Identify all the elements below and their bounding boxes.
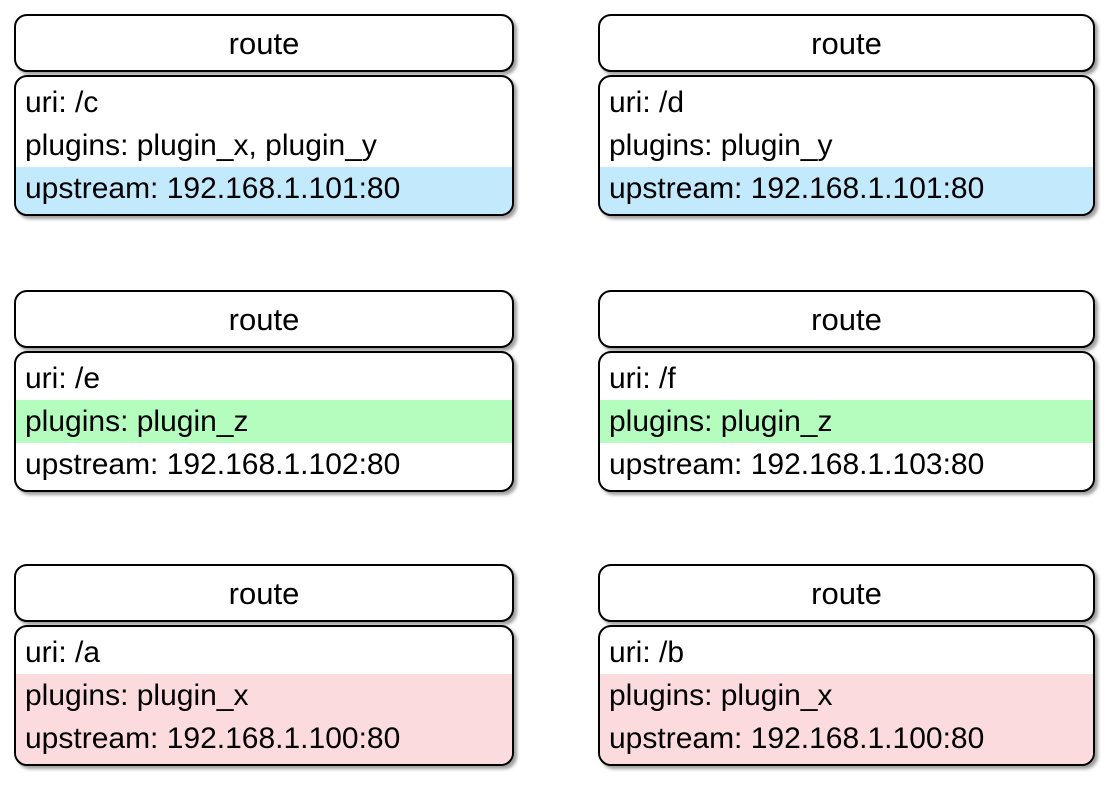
route-attribute-uri: uri: /d	[609, 86, 685, 119]
route-attribute-upstream: upstream: 192.168.1.100:80	[25, 722, 401, 755]
highlight-band-pink: plugins: plugin_x upstream: 192.168.1.100…	[16, 674, 512, 764]
route-card[interactable]: route uri: /a plugins: plugin_x upstream: 1…	[14, 564, 514, 766]
route-card-title: route	[14, 290, 514, 348]
route-attribute-list: uri: /d plugins: plugin_y upstream: 192.16…	[600, 77, 1093, 214]
route-attribute-list: uri: /e plugins: plugin_z upstream: 192.16…	[16, 353, 512, 490]
route-card[interactable]: route uri: /e plugins: plugin_z upstream: 1…	[14, 290, 514, 492]
route-attribute-uri: uri: /b	[609, 636, 685, 669]
route-card[interactable]: route uri: /f plugins: plugin_z upstream: 1…	[598, 290, 1095, 492]
highlight-band-green: plugins: plugin_z	[600, 400, 1093, 443]
route-card-body: uri: /b plugins: plugin_x upstream: 192.16…	[598, 625, 1095, 766]
route-attribute-list: uri: /a plugins: plugin_x upstream: 192.16…	[16, 627, 512, 764]
route-card-title: route	[598, 14, 1095, 72]
highlight-band-pink: plugins: plugin_x upstream: 192.168.1.100…	[600, 674, 1093, 764]
route-attribute-plugins: plugins: plugin_z	[609, 405, 833, 438]
highlight-band-green: plugins: plugin_z	[16, 400, 512, 443]
route-card-title: route	[598, 290, 1095, 348]
route-card-body: uri: /f plugins: plugin_z upstream: 192.16…	[598, 351, 1095, 492]
route-attribute-upstream: upstream: 192.168.1.100:80	[609, 722, 985, 755]
route-card[interactable]: route uri: /d plugins: plugin_y upstream: 1…	[598, 14, 1095, 216]
route-attribute-upstream: upstream: 192.168.1.101:80	[609, 172, 985, 205]
route-card[interactable]: route uri: /b plugins: plugin_x upstream: 1…	[598, 564, 1095, 766]
route-card-body: uri: /e plugins: plugin_z upstream: 192.16…	[14, 351, 514, 492]
route-attribute-upstream: upstream: 192.168.1.101:80	[25, 172, 401, 205]
route-attribute-upstream: upstream: 192.168.1.103:80	[609, 448, 985, 481]
route-card-body: uri: /a plugins: plugin_x upstream: 192.16…	[14, 625, 514, 766]
route-attribute-list: uri: /b plugins: plugin_x upstream: 192.16…	[600, 627, 1093, 764]
route-card-body: uri: /d plugins: plugin_y upstream: 192.16…	[598, 75, 1095, 216]
route-card-title: route	[14, 14, 514, 72]
route-attribute-uri: uri: /a	[25, 636, 101, 669]
route-attribute-plugins: plugins: plugin_x	[609, 679, 833, 712]
highlight-band-blue: upstream: 192.168.1.101:80	[16, 167, 512, 214]
route-attribute-plugins: plugins: plugin_x, plugin_y	[25, 129, 377, 162]
route-attribute-uri: uri: /e	[25, 362, 101, 395]
route-attribute-uri: uri: /f	[609, 362, 676, 395]
route-card-title: route	[14, 564, 514, 622]
route-attribute-plugins: plugins: plugin_y	[609, 129, 833, 162]
route-attribute-uri: uri: /c	[25, 86, 99, 119]
route-card-title: route	[598, 564, 1095, 622]
route-attribute-list: uri: /f plugins: plugin_z upstream: 192.16…	[600, 353, 1093, 490]
route-attribute-plugins: plugins: plugin_x	[25, 679, 249, 712]
highlight-band-blue: upstream: 192.168.1.101:80	[600, 167, 1093, 214]
route-attribute-plugins: plugins: plugin_z	[25, 405, 249, 438]
route-attribute-upstream: upstream: 192.168.1.102:80	[25, 448, 401, 481]
